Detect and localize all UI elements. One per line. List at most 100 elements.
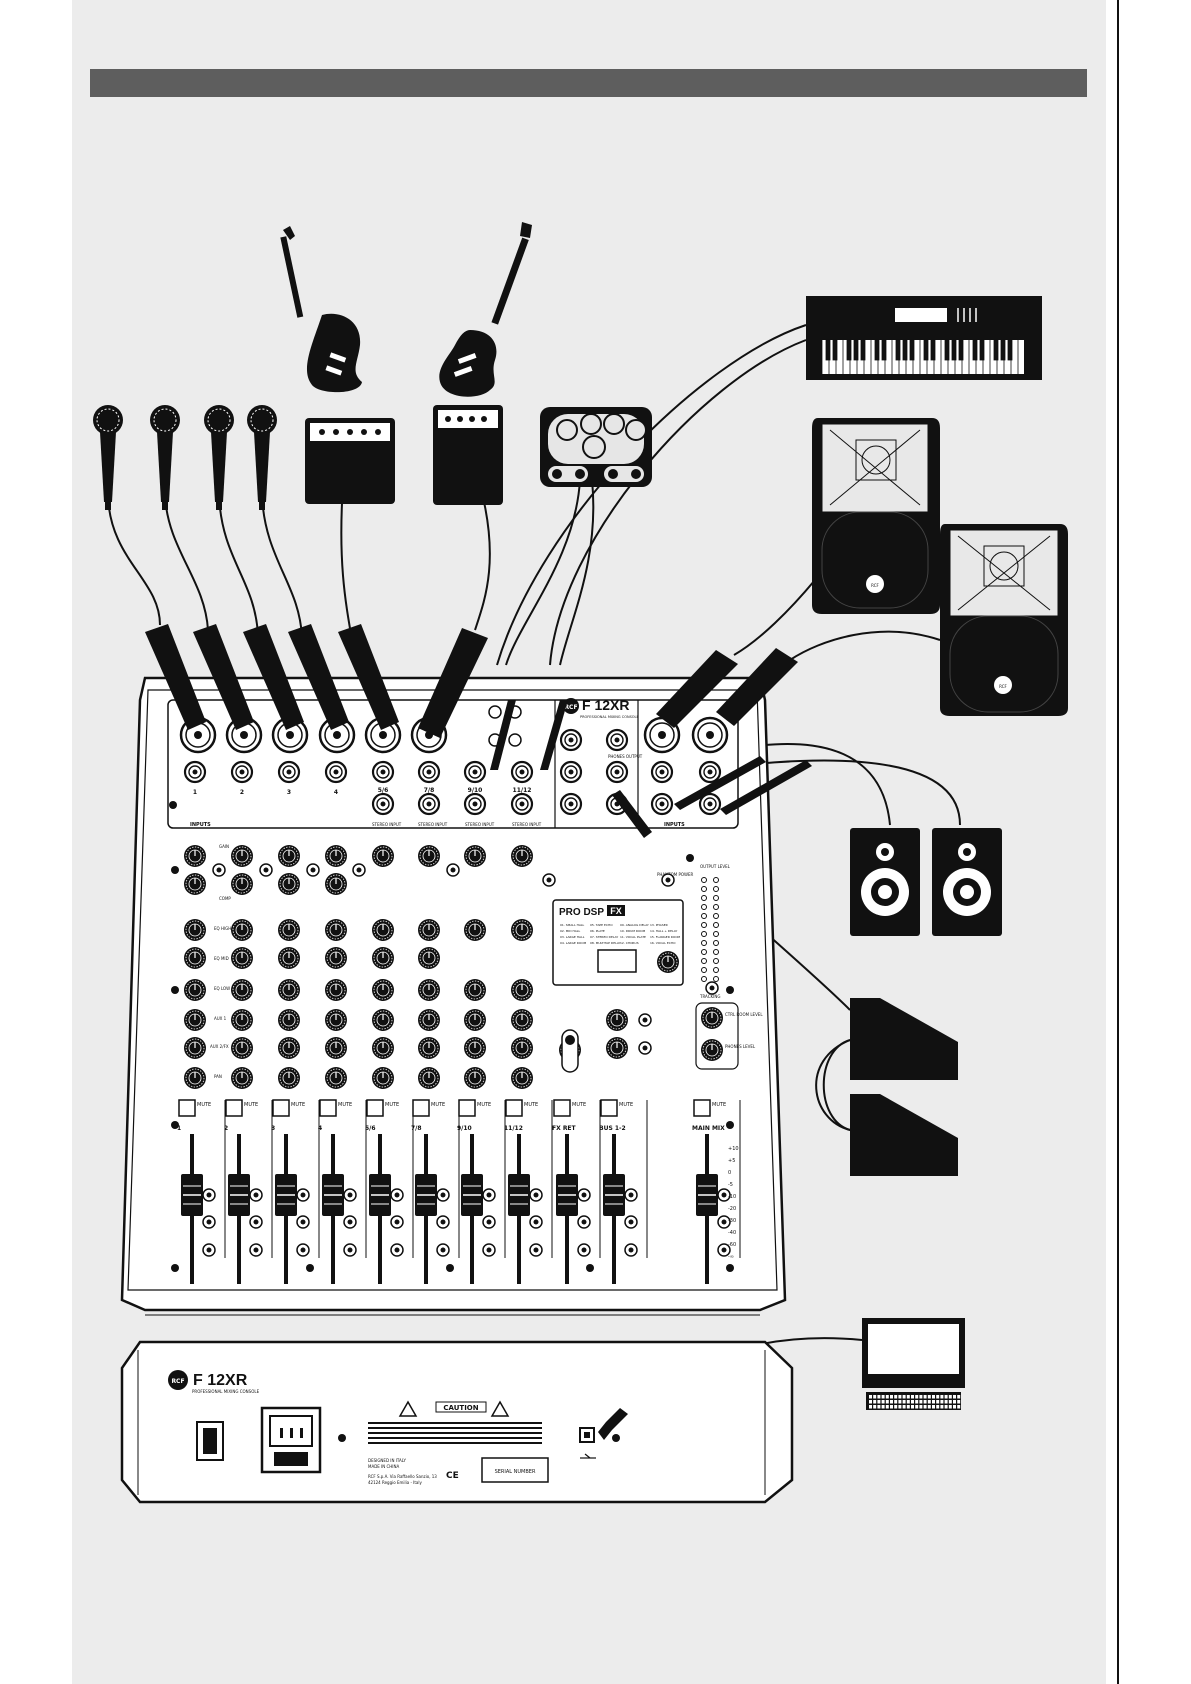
stereo-pair-7-8: 7/8	[424, 787, 435, 794]
fader-section: MUTE1MUTE2MUTE3MUTE4MUTE5/6MUTE7/8MUTE9/…	[177, 1099, 741, 1285]
knob	[371, 918, 395, 942]
channel-label: 9/10	[457, 1125, 472, 1132]
mute-label: MUTE	[572, 1102, 586, 1108]
designed-in-label: DESIGNED IN ITALY	[368, 1458, 406, 1463]
fx-preset: 02. MID HALL	[560, 929, 580, 933]
knob	[183, 918, 207, 942]
fx-preset: 14. HALL + DELAY	[650, 929, 678, 933]
knob	[417, 1008, 441, 1032]
inputs-label: INPUTS	[190, 822, 211, 828]
fx-preset: 16. VOCAL ECHO	[650, 941, 676, 945]
pa-speaker-icon: RCF	[812, 418, 940, 614]
mute-label: MUTE	[197, 1102, 211, 1108]
stereo-input-label-4: STEREO INPUT	[512, 822, 542, 827]
knob	[230, 946, 254, 970]
input-number-3: 3	[287, 789, 291, 796]
mixer-rear-panel: RCF F 12XR PROFESSIONAL MIXING CONSOLE C…	[120, 1340, 794, 1504]
phantom-power-label: PHANTOM POWER	[657, 872, 694, 877]
guitar-amplifier-icon	[305, 418, 395, 504]
knob	[371, 1008, 395, 1032]
knob	[183, 872, 207, 896]
microphone-icon	[92, 404, 278, 511]
serial-number-label: SERIAL NUMBER	[495, 1469, 536, 1475]
meter-scale-label: -30	[728, 1218, 736, 1224]
meter-scale-label: -∞	[728, 1254, 734, 1260]
pa-speaker-icon: RCF	[940, 524, 1068, 716]
knob	[417, 1066, 441, 1090]
channel-label: 4	[318, 1125, 322, 1132]
knob	[510, 844, 534, 868]
knob	[417, 918, 441, 942]
studio-monitor-icon	[932, 828, 1002, 936]
front-subtitle: PROFESSIONAL MIXING CONSOLE	[580, 715, 639, 719]
knob	[277, 1066, 301, 1090]
bass-guitar-icon	[439, 222, 532, 397]
fx-preset: 10. DRUM ROOM	[620, 929, 646, 933]
knob	[277, 1036, 301, 1060]
knob	[510, 1036, 534, 1060]
knob	[417, 946, 441, 970]
mute-label: MUTE	[385, 1102, 399, 1108]
knob	[371, 946, 395, 970]
channel-label: 1	[177, 1125, 181, 1132]
knob	[277, 872, 301, 896]
drum-machine-icon	[540, 407, 652, 487]
knob	[417, 844, 441, 868]
channel-label: 5/6	[365, 1125, 376, 1132]
meter-scale-label: -10	[728, 1194, 736, 1200]
knob	[324, 978, 348, 1002]
knob	[277, 1008, 301, 1032]
fx-preset: 06. PLATE	[590, 929, 605, 933]
stereo-input-label-3: STEREO INPUT	[465, 822, 495, 827]
mute-label: MUTE	[338, 1102, 352, 1108]
meter-scale-label: -20	[728, 1206, 736, 1212]
fx-badge: FX	[610, 906, 622, 916]
rear-subtitle: PROFESSIONAL MIXING CONSOLE	[192, 1389, 260, 1394]
channel-label: MAIN MIX	[692, 1125, 725, 1132]
rear-model-name: F 12XR	[193, 1372, 248, 1389]
knob	[417, 1036, 441, 1060]
input-number-4: 4	[334, 789, 338, 796]
keyboard-icon	[806, 296, 1042, 380]
knob	[183, 1066, 207, 1090]
outputs-label: INPUTS	[664, 822, 685, 828]
tracking-label: TRACKING	[699, 994, 720, 999]
knob	[324, 1008, 348, 1032]
knob-label-gain: GAIN	[219, 844, 229, 849]
fx-preset: 09. ANALOG DELAY	[620, 923, 649, 927]
channel-knobs	[183, 844, 652, 1090]
knob	[230, 1036, 254, 1060]
knob	[324, 918, 348, 942]
knob-label-eq-low: EQ LOW	[214, 986, 230, 991]
xlr-plug-icon	[145, 624, 798, 738]
knob-label-aux1: AUX 1	[214, 1016, 227, 1021]
knob	[324, 1036, 348, 1060]
knob	[371, 1066, 395, 1090]
channel-label: 3	[271, 1125, 275, 1132]
channel-label: 11/12	[504, 1125, 523, 1132]
knob	[510, 918, 534, 942]
fx-preset: 04. LARGE ROOM	[560, 941, 587, 945]
knob-label-comp: COMP	[219, 896, 231, 901]
knob	[510, 978, 534, 1002]
knob	[463, 844, 487, 868]
knob	[324, 1066, 348, 1090]
knob	[371, 844, 395, 868]
mute-label: MUTE	[477, 1102, 491, 1108]
stereo-input-label-1: STEREO INPUT	[372, 822, 402, 827]
usb-icon	[580, 1453, 596, 1459]
knob	[277, 946, 301, 970]
knob	[463, 918, 487, 942]
mute-label: MUTE	[244, 1102, 258, 1108]
fx-preset: 12. CHORUS	[620, 941, 639, 945]
front-model-name: F 12XR	[582, 697, 629, 713]
studio-monitor-icon	[850, 828, 920, 936]
jack-plug-icon	[490, 700, 812, 838]
knob	[463, 1036, 487, 1060]
knob	[417, 978, 441, 1002]
page-edge-rule	[1117, 0, 1119, 1684]
knob	[277, 844, 301, 868]
meter-scale-label: -5	[728, 1182, 733, 1188]
phones-output-label: PHONES OUTPUT	[608, 754, 643, 759]
